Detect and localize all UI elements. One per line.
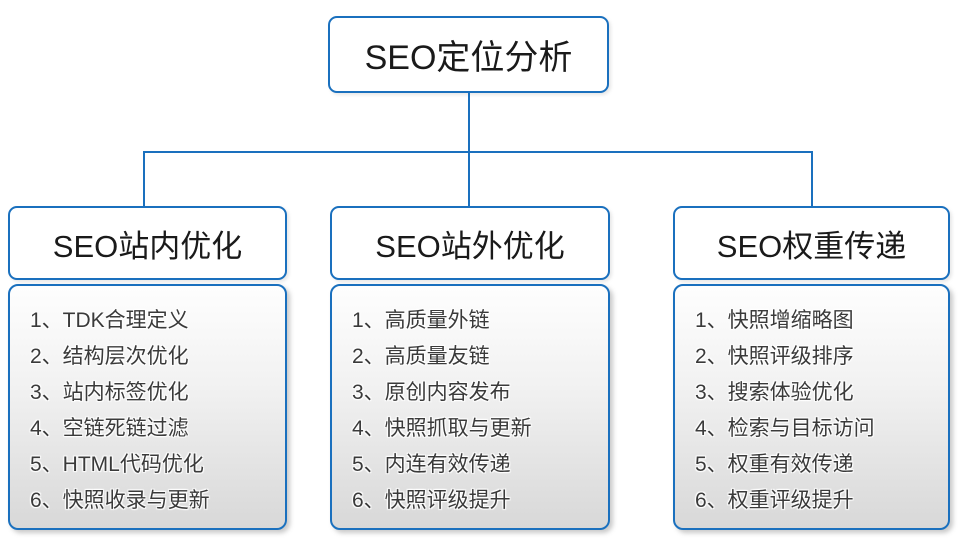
list-panel-onsite: 1、TDK合理定义 2、结构层次优化 3、站内标签优化 4、空链死链过滤 5、H… xyxy=(8,284,287,530)
list-item: 5、权重有效传递 xyxy=(695,453,854,476)
list-item: 1、高质量外链 xyxy=(352,309,490,332)
list-item: 5、HTML代码优化 xyxy=(30,453,204,476)
list-item: 6、权重评级提升 xyxy=(695,489,854,512)
list-item: 6、快照评级提升 xyxy=(352,489,511,512)
list-item: 3、站内标签优化 xyxy=(30,381,189,404)
list-item: 6、快照收录与更新 xyxy=(30,489,210,512)
list-item: 1、快照增缩略图 xyxy=(695,309,854,332)
branch-node-label: SEO站外优化 xyxy=(375,228,565,264)
branch-node-onsite-optimization: SEO站内优化 xyxy=(8,206,287,280)
connector-drop-right xyxy=(811,151,813,206)
list-item: 2、高质量友链 xyxy=(352,345,490,368)
onsite-item-list: 1、TDK合理定义 2、结构层次优化 3、站内标签优化 4、空链死链过滤 5、H… xyxy=(10,286,285,519)
list-item: 3、原创内容发布 xyxy=(352,381,511,404)
list-item: 1、TDK合理定义 xyxy=(30,309,189,332)
branch-node-label: SEO权重传递 xyxy=(716,228,907,264)
list-item: 4、检索与目标访问 xyxy=(695,417,875,440)
branch-node-label: SEO站内优化 xyxy=(52,228,243,264)
list-item: 2、快照评级排序 xyxy=(695,345,854,368)
list-item: 2、结构层次优化 xyxy=(30,345,189,368)
connector-drop-middle xyxy=(468,151,470,206)
list-panel-offsite: 1、高质量外链 2、高质量友链 3、原创内容发布 4、快照抓取与更新 5、内连有… xyxy=(330,284,610,530)
root-node-label: SEO定位分析 xyxy=(364,39,573,77)
branch-node-offsite-optimization: SEO站外优化 xyxy=(330,206,610,280)
connector-horizontal-bar xyxy=(143,151,813,153)
offsite-item-list: 1、高质量外链 2、高质量友链 3、原创内容发布 4、快照抓取与更新 5、内连有… xyxy=(332,286,608,519)
root-node-seo-positioning: SEO定位分析 xyxy=(328,16,609,93)
list-item: 4、空链死链过滤 xyxy=(30,417,189,440)
list-panel-weight: 1、快照增缩略图 2、快照评级排序 3、搜索体验优化 4、检索与目标访问 5、权… xyxy=(673,284,950,530)
branch-node-weight-transfer: SEO权重传递 xyxy=(673,206,950,280)
list-item: 3、搜索体验优化 xyxy=(695,381,854,404)
weight-item-list: 1、快照增缩略图 2、快照评级排序 3、搜索体验优化 4、检索与目标访问 5、权… xyxy=(675,286,948,519)
connector-drop-left xyxy=(143,151,145,206)
list-item: 5、内连有效传递 xyxy=(352,453,511,476)
list-item: 4、快照抓取与更新 xyxy=(352,417,532,440)
connector-root-stem xyxy=(468,93,470,151)
